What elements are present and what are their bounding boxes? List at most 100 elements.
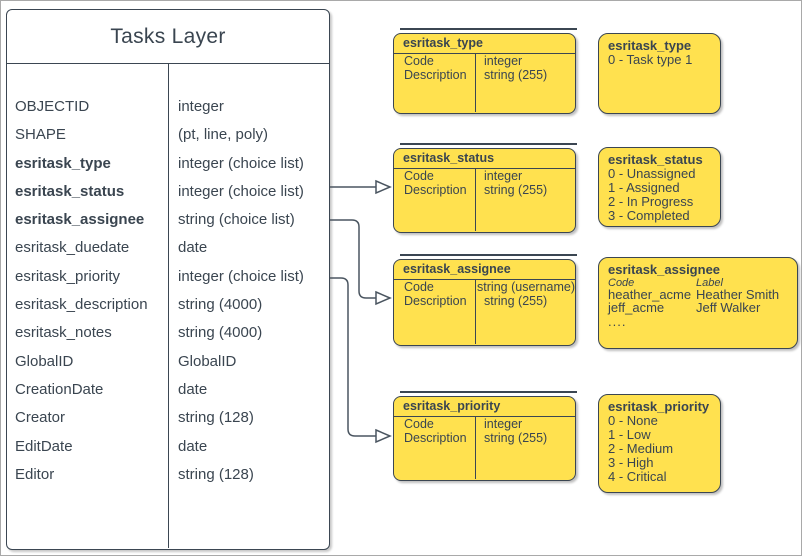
value-item: 0 - None <box>608 413 658 428</box>
column-header-label: Label <box>696 277 723 289</box>
value-item: 2 - In Progress <box>608 194 694 209</box>
connector-assignee <box>330 219 376 299</box>
domain-table-title: esritask_type <box>394 34 575 54</box>
domain-table-title: esritask_assignee <box>394 260 575 280</box>
column-divider <box>475 169 476 231</box>
column-header-code: Code <box>608 277 635 289</box>
table-top-line <box>400 254 577 256</box>
tasks-layer-table: Tasks Layer OBJECTID integer SHAPE (pt, li… <box>6 9 330 550</box>
column-divider <box>475 280 476 344</box>
arrowhead-assignee <box>375 290 392 306</box>
field-row: esritask_status integer (choice list) <box>7 178 329 206</box>
field-type: GlobalID <box>178 352 237 370</box>
assignee-label: Heather Smith <box>696 287 780 302</box>
domain-table-title: esritask_status <box>394 149 575 169</box>
field-row: esritask_assignee string (choice list) <box>7 206 329 234</box>
field-name: GlobalID <box>15 352 74 370</box>
field-type: integer <box>178 98 224 115</box>
value-list-title: esritask_type <box>608 38 692 53</box>
value-list-type: esritask_type 0 - Task type 1 <box>598 33 721 114</box>
field-row: esritask_description string (4000) <box>7 291 329 319</box>
assignee-label: Jeff Walker <box>696 299 761 315</box>
field-type: date <box>178 239 208 257</box>
field-name: esritask_assignee <box>15 211 145 229</box>
arrowhead-priority <box>375 428 392 444</box>
field-type: date <box>178 380 208 398</box>
column-divider <box>475 417 476 479</box>
field-type: integer (choice list) <box>178 267 304 285</box>
value-list-status: esritask_status 0 - Unassigned 1 - Assig… <box>598 147 721 227</box>
domain-type: integer <box>484 169 523 183</box>
field-row: esritask_duedate date <box>7 234 329 262</box>
table-top-line <box>400 28 577 30</box>
assignee-row: heather_acme Heather Smith <box>608 287 789 302</box>
domain-field: Code <box>404 417 434 431</box>
assignee-row: jeff_acme Jeff Walker <box>608 299 789 315</box>
domain-field: Description <box>404 183 467 197</box>
domain-table-type: esritask_type Code integer Description str… <box>393 28 577 114</box>
field-name: EditDate <box>15 437 73 455</box>
field-name: CreationDate <box>15 380 104 398</box>
arrowhead-status <box>375 179 392 195</box>
field-type: string (choice list) <box>178 211 295 229</box>
field-name: SHAPE <box>15 126 66 144</box>
domain-type: string (255) <box>484 294 548 308</box>
field-row: EditDate date <box>7 433 329 461</box>
assignee-ellipsis: .... <box>608 314 627 329</box>
value-list-title: esritask_priority <box>608 399 710 414</box>
field-type: integer (choice list) <box>178 182 304 200</box>
field-name: OBJECTID <box>15 98 90 115</box>
value-item: 1 - Assigned <box>608 180 680 195</box>
domain-type: string (255) <box>484 183 548 197</box>
value-list-title: esritask_assignee <box>608 262 721 277</box>
domain-type: string (255) <box>484 431 548 445</box>
value-item: 2 - Medium <box>608 441 674 456</box>
field-type: integer (choice list) <box>178 154 304 172</box>
domain-field: Code <box>404 169 434 183</box>
domain-field: Code <box>404 280 434 294</box>
domain-type: integer <box>484 54 523 68</box>
table-top-line <box>400 391 577 393</box>
field-name: esritask_description <box>15 296 148 314</box>
field-row: OBJECTID integer <box>7 93 329 121</box>
value-list-priority: esritask_priority 0 - None 1 - Low 2 - M… <box>598 394 721 493</box>
domain-type: string (255) <box>484 68 548 82</box>
value-item: 3 - High <box>608 455 654 470</box>
assignee-code: heather_acme <box>608 287 692 302</box>
field-type: string (128) <box>178 409 254 427</box>
field-name: esritask_status <box>15 182 125 200</box>
domain-type: string (username) <box>477 280 575 294</box>
field-type: string (4000) <box>178 296 263 314</box>
field-type: date <box>178 437 208 455</box>
field-row: CreationDate date <box>7 376 329 404</box>
assignee-code: jeff_acme <box>608 299 665 315</box>
domain-field: Description <box>404 431 467 445</box>
column-divider <box>475 54 476 112</box>
value-item: 3 - Completed <box>608 208 690 223</box>
field-type: (pt, line, poly) <box>178 126 269 144</box>
value-item: 1 - Low <box>608 427 651 442</box>
value-item: 0 - Task type 1 <box>608 52 693 67</box>
value-item: 4 - Critical <box>608 469 667 484</box>
domain-type: integer <box>484 417 523 431</box>
table-top-line <box>400 143 577 145</box>
column-divider <box>168 64 169 548</box>
field-row: Creator string (128) <box>7 404 329 432</box>
value-list-title: esritask_status <box>608 152 703 167</box>
value-list-assignee: esritask_assignee Code Label heather_acm… <box>598 257 798 349</box>
tasks-layer-title: Tasks Layer <box>7 10 329 64</box>
domain-field: Code <box>404 54 434 68</box>
field-name: esritask_duedate <box>15 239 130 257</box>
value-item: 0 - Unassigned <box>608 166 696 181</box>
field-row: SHAPE (pt, line, poly) <box>7 121 329 149</box>
domain-field: Description <box>404 68 467 82</box>
field-name: Editor <box>15 465 55 483</box>
field-name: esritask_notes <box>15 324 112 342</box>
field-name: Creator <box>15 409 66 427</box>
domain-table-status: esritask_status Code integer Description s… <box>393 143 577 233</box>
